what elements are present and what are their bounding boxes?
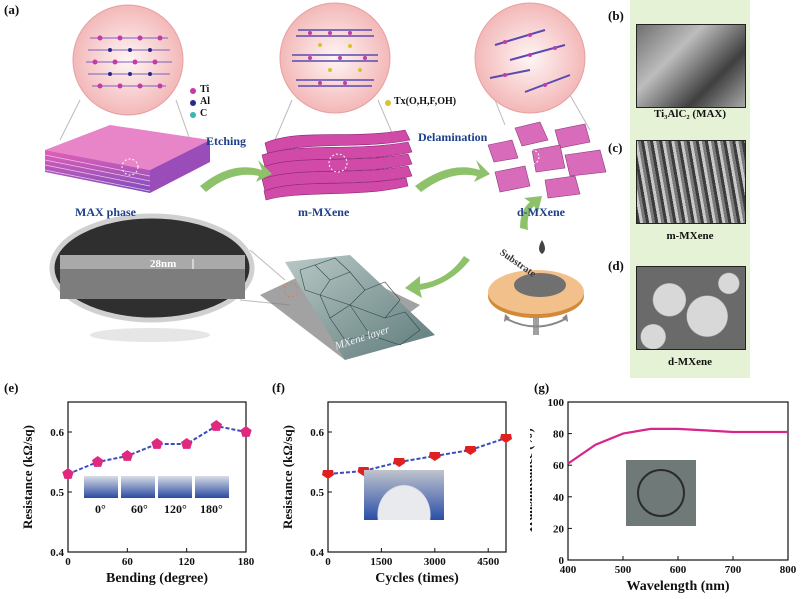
y-tick-label: 0 [559,555,565,567]
d-mxene-structure-bubble [474,2,586,114]
schematic-figure [44,2,607,360]
data-point [181,438,193,449]
legend-tx-dot [385,100,391,106]
data-point [92,456,104,467]
legend-al-dot [190,100,196,106]
m-mxene-label: m-MXene [298,205,350,219]
y-tick-label: 0.5 [310,487,324,499]
bending-photo [195,476,229,498]
legend-c-label: C [200,108,208,119]
mxene-layer-film [260,255,435,360]
m-mxene-structure-bubble [279,2,391,114]
x-axis-label: Bending (degree) [106,571,208,586]
x-tick-label: 500 [615,564,632,576]
panel-label-b: (b) [608,8,624,23]
data-point [500,434,512,443]
thickness-label: 28nm [150,258,177,270]
max-phase-label: MAX phase [75,205,137,219]
y-tick-label: 60 [553,460,565,472]
process-arrows [200,160,542,298]
sem-image-d-mxene [636,266,746,350]
sem-image-max [636,24,746,108]
y-axis-label: Transmittance (%) [530,428,535,534]
data-point [240,426,252,437]
data-point [62,468,74,479]
panel-label-d: (d) [608,258,624,273]
cycles-inset-photo [364,470,444,520]
x-axis-label: Cycles (times) [375,571,459,586]
y-tick-label: 100 [548,397,565,409]
data-point [464,446,477,455]
x-tick-label: 800 [780,564,797,576]
legend-c-dot [190,112,196,118]
y-tick-label: 0.5 [50,487,64,499]
sem-panel: (b) Ti₃AlC₂ (MAX) (c) m-MXene (d) d-MXen… [608,0,750,378]
series-line [327,437,507,475]
x-tick-label: 180 [238,556,255,568]
d-mxene-label: d-MXene [517,205,565,219]
x-tick-label: 400 [560,564,577,576]
data-point [210,420,222,431]
y-tick-label: 0.4 [310,547,324,559]
y-axis-label: Resistance (kΩ/sq) [280,425,295,529]
legend-al-label: Al [200,96,210,107]
x-tick-label: 0 [65,556,71,568]
bending-photo [84,476,118,498]
x-tick-label: 120 [178,556,195,568]
y-tick-label: 0.4 [50,547,64,559]
etching-label: Etching [206,134,247,148]
x-tick-label: 4500 [477,556,500,568]
x-tick-label: 60 [122,556,134,568]
x-tick-label: 0 [325,556,331,568]
y-tick-label: 80 [553,429,565,441]
series-line [567,427,788,465]
panel-label-c: (c) [608,140,623,155]
sem-caption-m-mxene: m-MXene [666,230,714,242]
sem-caption-d-mxene: d-MXene [668,356,712,368]
legend-ti-dot [190,88,196,94]
y-axis-label: Resistance (kΩ/sq) [20,425,35,529]
x-tick-label: 700 [725,564,742,576]
y-tick-label: 20 [553,523,565,535]
data-point [393,458,406,467]
d-mxene-flakes [487,121,607,199]
sem-image-m-mxene [636,140,746,224]
m-mxene-stack [261,129,413,201]
university-logo-inset [626,460,696,526]
y-tick-label: 0.6 [310,427,324,439]
panel-label-g: (g) [534,380,550,395]
x-tick-label: 3000 [424,556,447,568]
x-tick-label: 1500 [370,556,393,568]
bending-angle-0: 0° [95,502,106,516]
sem-caption-max: Ti₃AlC₂ (MAX) [653,108,727,120]
legend-ti-label: Ti [200,84,210,95]
panel-label-f: (f) [272,380,285,395]
data-point [428,452,441,461]
data-point [322,470,334,479]
cross-section-magnifier [49,213,291,323]
x-tick-label: 600 [670,564,687,576]
bending-inset-photos [84,476,230,498]
x-axis-label: Wavelength (nm) [626,579,729,594]
bending-angle-180: 180° [200,502,223,516]
data-point [121,450,133,461]
panel-label-a: (a) [4,2,20,17]
y-tick-label: 40 [553,492,565,504]
y-tick-label: 0.6 [50,427,64,439]
max-structure-bubble [72,4,184,116]
bending-photo [121,476,155,498]
bending-angle-60: 60° [131,502,148,516]
max-phase-slab [44,125,210,193]
university-seal [637,469,685,517]
bending-angle-120: 120° [164,502,187,516]
tx-label: Tx(O,H,F,OH) [394,96,457,107]
delamination-label: Delamination [418,130,488,144]
panel-label-e: (e) [4,380,19,395]
bending-photo [158,476,192,498]
spin-coater [488,240,584,335]
data-point [151,438,163,449]
